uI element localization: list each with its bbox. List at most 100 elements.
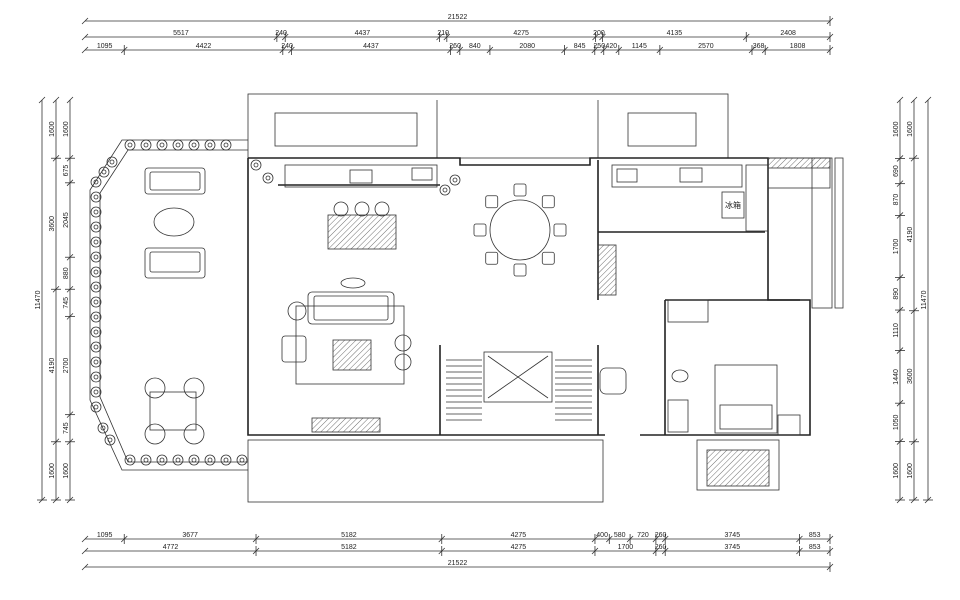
top-balcony [247, 93, 729, 159]
building-walls [247, 93, 811, 503]
plant-icon [250, 159, 262, 171]
left-row2-label: 880 [63, 267, 70, 279]
bottom-row1-label: 3677 [182, 532, 198, 539]
bottom-balcony [247, 439, 604, 503]
right-row2-label: 3600 [907, 368, 914, 384]
top-row2-label: 1145 [632, 43, 647, 50]
plant-icon [90, 176, 102, 188]
stairs-left [446, 359, 482, 421]
top-row2-label: 420 [605, 43, 617, 50]
right-dimension-chains: 1600690870170089011101440105016001600419… [893, 96, 933, 504]
plant-icon [204, 139, 216, 151]
plant-icon [156, 139, 168, 151]
plant-icon [106, 156, 118, 168]
plant-icon [104, 434, 116, 446]
plant-icon [90, 191, 102, 203]
left-row1-label: 3600 [49, 216, 56, 232]
right-row1-label: 1600 [893, 463, 900, 479]
plant-icon [90, 401, 102, 413]
top-row2-label: 4422 [196, 43, 212, 50]
plant-icon [439, 184, 451, 196]
bed [714, 364, 778, 434]
bottom-row1-label: 400 [596, 532, 608, 539]
kitchen-right: 冰箱 [597, 164, 769, 296]
plant-icon [188, 454, 200, 466]
left-dimension-chains: 1147016003600419016001600675204588074527… [35, 96, 75, 504]
top-row1-label: 210 [437, 30, 449, 37]
left-row1-label: 1600 [49, 463, 56, 479]
dining-chair [473, 223, 487, 237]
elevator [483, 351, 553, 403]
stairs-right [555, 359, 592, 421]
cooktop-icon [411, 167, 433, 181]
bottom-row1-label: 4275 [511, 532, 527, 539]
plant-icon [90, 221, 102, 233]
terrace-table [149, 391, 197, 431]
right-row1-label: 870 [893, 194, 900, 206]
terrace [89, 139, 461, 471]
armchair [281, 335, 307, 363]
right-row1-label: 1050 [893, 414, 900, 430]
left-row2-label: 745 [63, 297, 70, 309]
bottom-row1-label: 3745 [725, 532, 741, 539]
plant-icon [90, 281, 102, 293]
plant-icon [156, 454, 168, 466]
plant-icon [449, 174, 461, 186]
right-row1-label: 1700 [893, 239, 900, 255]
top-row2-label: 1808 [790, 43, 806, 50]
top-row1-label: 4437 [355, 30, 371, 37]
plant-icon [204, 454, 216, 466]
terrace-sofa-top [144, 167, 206, 195]
bottom-row1-label: 5182 [341, 532, 357, 539]
right-total-label: 11470 [921, 290, 928, 309]
top-row1-label: 2408 [780, 30, 796, 37]
bottom-row1-label: 1095 [97, 532, 113, 539]
dining-chairs [473, 183, 567, 277]
tv-cabinet [311, 417, 381, 433]
plant-icon [90, 206, 102, 218]
dining-chair [513, 263, 527, 277]
kitchen-counter [284, 164, 438, 250]
sink-console [597, 244, 617, 296]
right-wing [599, 157, 844, 436]
top-row1-label: 200 [593, 30, 605, 37]
plant-icon [90, 251, 102, 263]
plant-icon [188, 139, 200, 151]
bottom-right-balcony [706, 449, 770, 487]
plant-icon [172, 139, 184, 151]
plant-icon [90, 326, 102, 338]
top-row1-label: 4135 [667, 30, 683, 37]
top-row2-label: 4437 [363, 43, 379, 50]
top-row2-label: 840 [469, 43, 481, 50]
top-row1-label: 4275 [513, 30, 529, 37]
plant-icon [90, 296, 102, 308]
plant-icon [90, 266, 102, 278]
bottom-row1-label: 260 [655, 532, 667, 539]
terrace-coffee-table [153, 207, 195, 237]
bottom-row1-label: 720 [637, 532, 649, 539]
dining-table [489, 199, 551, 261]
bottom-row2-label: 260 [655, 544, 667, 551]
top-row2-label: 250 [593, 43, 605, 50]
fridge-label: 冰箱 [725, 200, 741, 210]
right-row1-label: 690 [893, 165, 900, 177]
top-total-label: 21522 [448, 14, 468, 21]
bottom-row2-label: 5182 [341, 544, 357, 551]
left-row2-label: 675 [63, 165, 70, 177]
dining-area [473, 183, 567, 277]
plant-icon [90, 341, 102, 353]
sink-icon [349, 169, 373, 184]
right-row1-label: 1440 [893, 369, 900, 385]
left-row1-label: 1600 [49, 121, 56, 137]
top-row2-label: 240 [281, 43, 293, 50]
dining-chair [541, 251, 555, 265]
plant-icon [124, 139, 136, 151]
terrace-plants [90, 139, 461, 466]
living-area [281, 277, 412, 433]
left-row2-label: 745 [63, 422, 70, 434]
plant-icon [140, 139, 152, 151]
plant-icon [140, 454, 152, 466]
kitchen-island [327, 214, 397, 250]
left-row2-label: 1600 [63, 463, 70, 479]
